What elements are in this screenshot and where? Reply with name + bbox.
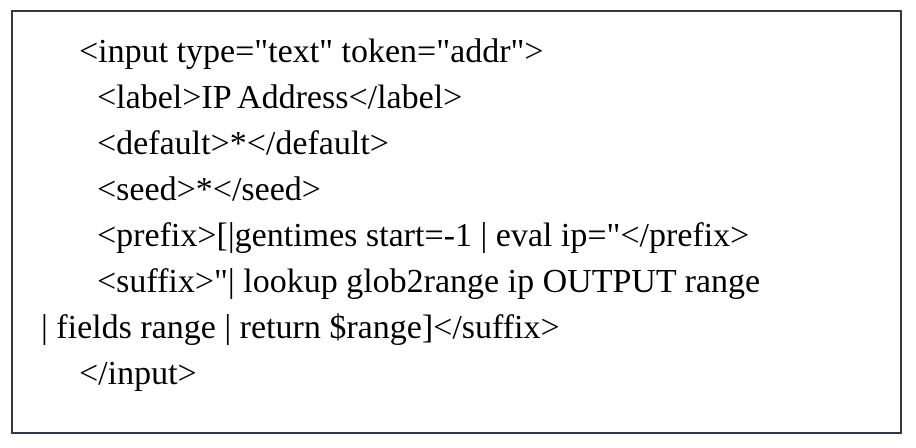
code-line-prefix: <prefix>[|gentimes start=-1 | eval ip="<… bbox=[97, 217, 750, 254]
code-line-seed: <seed>*</seed> bbox=[97, 171, 321, 208]
code-line-input-open: <input type="text" token="addr"> bbox=[79, 33, 544, 70]
code-line-input-close: </input> bbox=[79, 355, 197, 392]
code-line-label: <label>IP Address</label> bbox=[97, 79, 463, 116]
code-line-suffix-start: <suffix>"| lookup glob2range ip OUTPUT r… bbox=[97, 263, 761, 300]
code-line-default: <default>*</default> bbox=[97, 125, 389, 162]
code-snippet-box: <input type="text" token="addr"> <label>… bbox=[11, 10, 902, 434]
code-line-suffix-end: | fields range | return $range]</suffix> bbox=[41, 309, 560, 346]
